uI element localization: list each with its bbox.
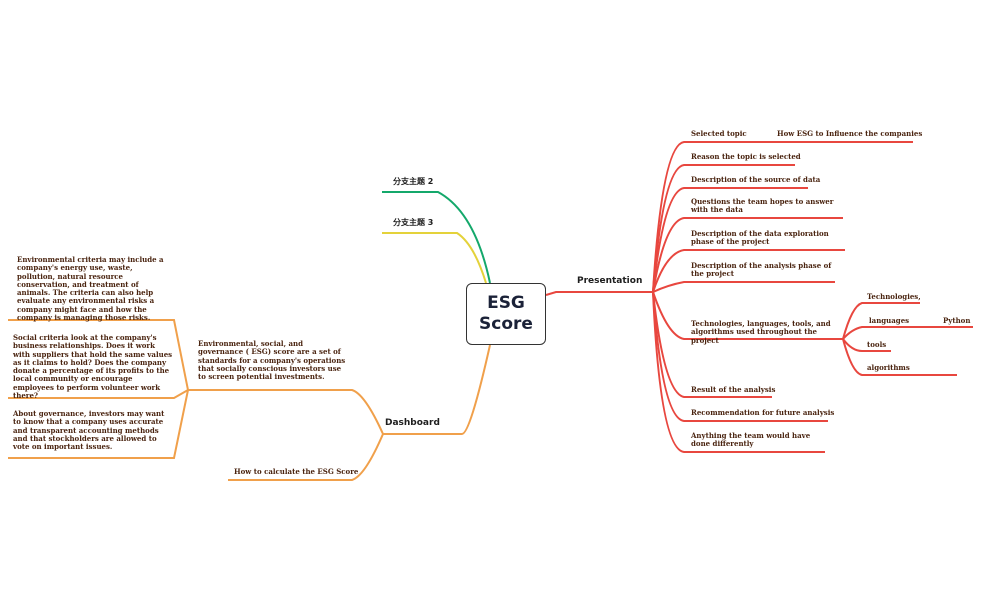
branch-dashboard[interactable]: Dashboard — [385, 418, 440, 428]
node-done-differently[interactable]: Anything the team would have done differ… — [691, 431, 811, 449]
connector-branch3 — [382, 232, 487, 284]
root-node-esg-score[interactable]: ESG Score — [466, 283, 546, 345]
node-topic-value[interactable]: How ESG to Influence the companies — [777, 129, 923, 138]
node-tech-languages[interactable]: languages — [869, 316, 910, 325]
branch-presentation[interactable]: Presentation — [577, 276, 643, 286]
node-analysis-phase[interactable]: Description of the analysis phase of the… — [691, 261, 832, 279]
node-questions[interactable]: Questions the team hopes to answer with … — [691, 197, 834, 215]
root-title-line1: ESG — [487, 293, 525, 313]
node-reason[interactable]: Reason the topic is selected — [691, 152, 801, 161]
node-technologies[interactable]: Technologies, languages, tools, and algo… — [691, 319, 831, 345]
node-recommendation[interactable]: Recommendation for future analysis — [691, 408, 835, 417]
node-how-to-calculate[interactable]: How to calculate the ESG Score — [234, 467, 359, 476]
node-data-source[interactable]: Description of the source of data — [691, 175, 821, 184]
node-result[interactable]: Result of the analysis — [691, 385, 776, 394]
node-environmental-criteria[interactable]: Environmental criteria may include a com… — [17, 255, 164, 323]
connector-branch2 — [382, 191, 491, 284]
node-selected-topic[interactable]: Selected topic — [691, 129, 747, 138]
connectors-presentation — [545, 141, 973, 453]
node-tech-python[interactable]: Python — [943, 316, 971, 325]
branch-subtopic-3[interactable]: 分支主题 3 — [393, 218, 434, 227]
root-title-line2: Score — [479, 314, 533, 334]
node-tech-algorithms[interactable]: algorithms — [867, 363, 910, 372]
connectors-dashboard — [8, 319, 491, 481]
node-tech-technologies[interactable]: Technologies, — [867, 292, 921, 301]
node-exploration-phase[interactable]: Description of the data exploration phas… — [691, 229, 829, 247]
branch-subtopic-2[interactable]: 分支主题 2 — [393, 177, 434, 186]
node-governance[interactable]: About governance, investors may want to … — [13, 409, 165, 452]
node-tech-tools[interactable]: tools — [867, 340, 887, 349]
node-esg-definition[interactable]: Environmental, social, and governance ( … — [198, 339, 346, 382]
node-social-criteria[interactable]: Social criteria look at the company's bu… — [13, 333, 173, 401]
